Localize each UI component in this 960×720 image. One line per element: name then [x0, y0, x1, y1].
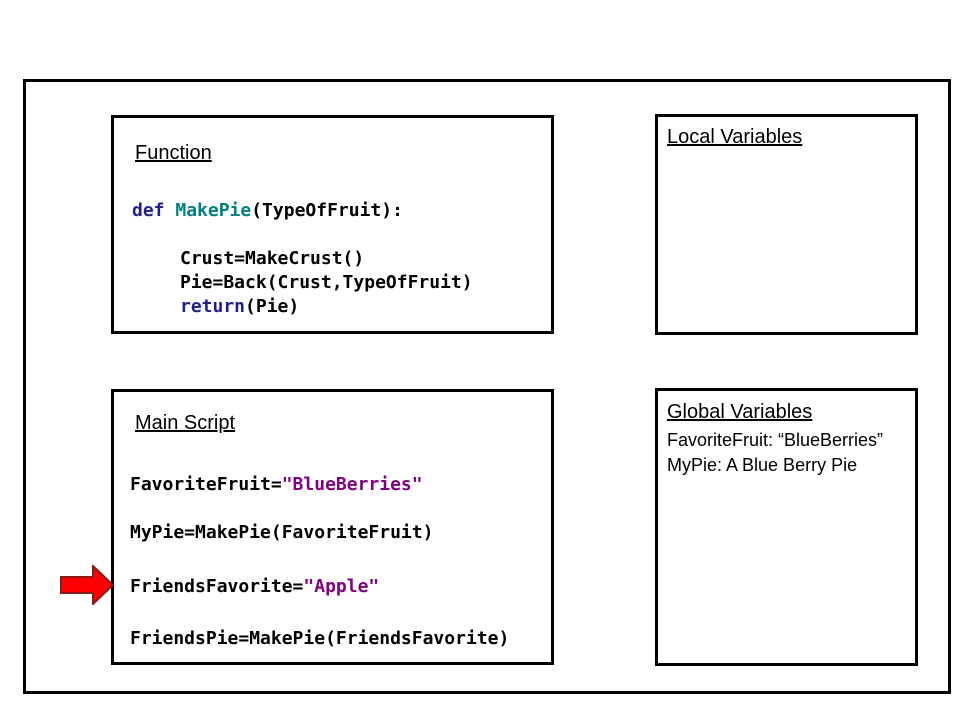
global-variables-title: Global Variables: [667, 401, 813, 423]
def-keyword: def: [132, 200, 165, 221]
function-def-line: def MakePie(TypeOfFruit):: [132, 202, 403, 220]
function-name: MakePie: [175, 200, 252, 221]
main-script-title: Main Script: [135, 412, 236, 434]
favorite-fruit-string: "BlueBerries": [281, 474, 423, 495]
outer-frame: [23, 79, 951, 694]
global-entry-favorite-fruit: FavoriteFruit: “BlueBerries”: [667, 430, 884, 450]
main-line-friends-favorite: FriendsFavorite="Apple": [130, 578, 379, 596]
function-body-line-pie: Pie=Back(Crust,TypeOfFruit): [180, 272, 473, 293]
function-return-line: return(Pie): [180, 298, 299, 316]
return-value: (Pie): [245, 296, 300, 317]
local-variables-title: Local Variables: [667, 126, 803, 148]
global-entry-mypie: MyPie: A Blue Berry Pie: [667, 455, 858, 475]
global-variables-box: Global Variables FavoriteFruit: “BlueBer…: [655, 388, 918, 666]
function-body-line-crust: Crust=MakeCrust(): [180, 248, 365, 269]
main-line-mypie: MyPie=MakePie(FavoriteFruit): [130, 522, 434, 543]
right-arrow-icon: [60, 565, 114, 605]
main-script-box: Main Script FavoriteFruit="BlueBerries" …: [111, 389, 554, 665]
function-box-title: Function: [135, 142, 212, 164]
friends-favorite-assign: FriendsFavorite=: [130, 576, 304, 597]
function-signature: (TypeOfFruit):: [251, 200, 403, 221]
function-box: Function def MakePie(TypeOfFruit): Crust…: [111, 115, 554, 334]
local-variables-box: Local Variables: [655, 114, 918, 335]
friends-favorite-string: "Apple": [303, 576, 380, 597]
main-line-friends-pie: FriendsPie=MakePie(FriendsFavorite): [130, 628, 510, 649]
main-line-favorite-fruit: FavoriteFruit="BlueBerries": [130, 476, 423, 494]
return-keyword: return: [180, 296, 246, 317]
favorite-fruit-assign: FavoriteFruit=: [130, 474, 282, 495]
